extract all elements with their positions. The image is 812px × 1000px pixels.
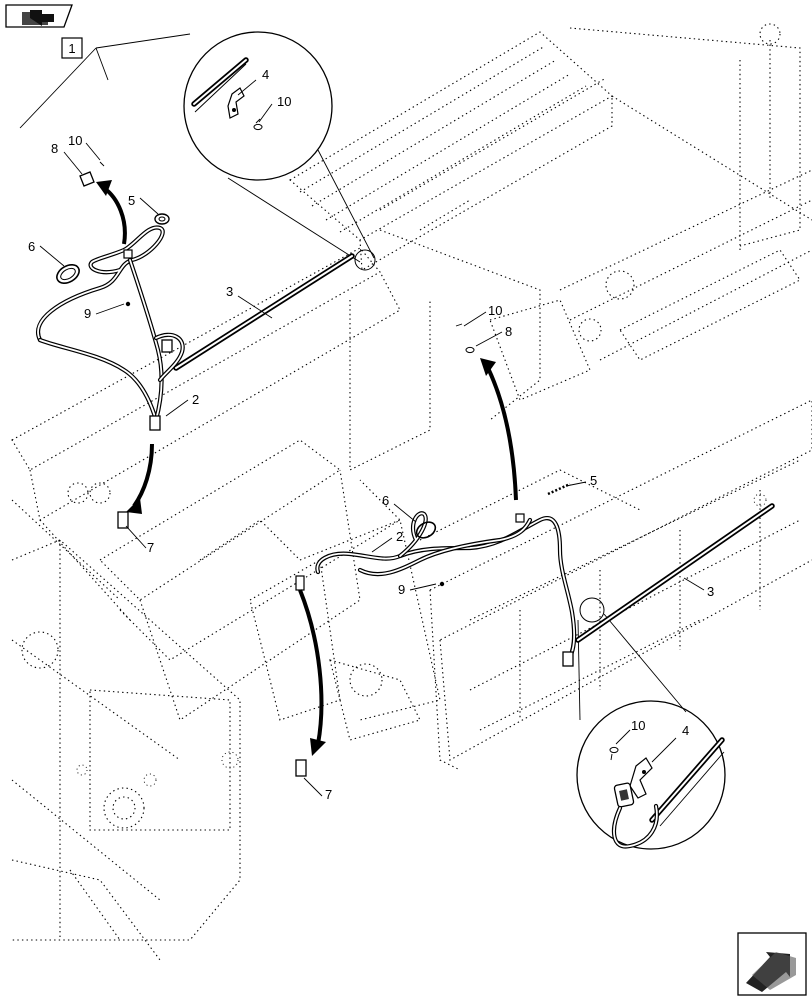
machine-frame-outline bbox=[11, 23, 812, 961]
callout-10: 10 bbox=[631, 718, 645, 733]
callout-3: 3 bbox=[707, 584, 714, 599]
bracket-part bbox=[227, 87, 245, 119]
connector-part bbox=[613, 782, 635, 808]
next-page-button[interactable] bbox=[737, 932, 807, 996]
wiring-harness-upper bbox=[36, 225, 185, 431]
rod-part-lower bbox=[575, 503, 775, 643]
callout-7: 7 bbox=[325, 787, 332, 802]
assembly-arrow bbox=[480, 358, 518, 501]
cable-loop-part bbox=[415, 521, 437, 539]
connector-part bbox=[117, 511, 307, 777]
detail-view-top: 4 10 bbox=[183, 31, 333, 181]
assembly-reference: 1 bbox=[19, 33, 191, 129]
callout-2: 2 bbox=[192, 392, 199, 407]
callout-8: 8 bbox=[505, 324, 512, 339]
clip-part bbox=[79, 171, 95, 187]
detail-locator-top bbox=[354, 249, 376, 271]
callout-9: 9 bbox=[84, 306, 91, 321]
callout-5: 5 bbox=[590, 473, 597, 488]
detail-locator-bottom bbox=[579, 597, 605, 623]
wiring-harness-lower bbox=[315, 511, 577, 667]
cable-loop-part bbox=[56, 264, 80, 284]
callout-6: 6 bbox=[28, 239, 35, 254]
assembly-arrow bbox=[96, 180, 127, 245]
callout-8: 8 bbox=[51, 141, 58, 156]
folder-back-arrow-icon bbox=[22, 10, 54, 26]
assembly-reference-number: 1 bbox=[68, 41, 75, 56]
callout-4: 4 bbox=[682, 723, 689, 738]
callout-6: 6 bbox=[382, 493, 389, 508]
callout-10: 10 bbox=[488, 303, 502, 318]
callout-3: 3 bbox=[226, 284, 233, 299]
callout-10: 10 bbox=[277, 94, 291, 109]
callout-2: 2 bbox=[396, 529, 403, 544]
detail-view-bottom: 10 4 bbox=[576, 700, 726, 850]
callout-7: 7 bbox=[147, 540, 154, 555]
screw-part bbox=[99, 161, 463, 587]
callout-10: 10 bbox=[68, 133, 82, 148]
bolt-part bbox=[253, 118, 263, 131]
callout-5: 5 bbox=[128, 193, 135, 208]
rod-part-upper bbox=[173, 253, 355, 371]
callout-4: 4 bbox=[262, 67, 269, 82]
grommet-part bbox=[154, 213, 170, 225]
previous-page-button[interactable] bbox=[5, 4, 73, 28]
callout-9: 9 bbox=[398, 582, 405, 597]
callouts: 8 10 5 6 9 3 2 7 10 8 5 6 2 9 3 7 bbox=[28, 133, 714, 802]
assembly-arrow bbox=[126, 443, 154, 514]
next-page-arrow-icon bbox=[746, 952, 796, 992]
clip-part bbox=[465, 346, 475, 354]
bolt-part bbox=[609, 746, 619, 761]
assembly-arrow bbox=[298, 589, 326, 756]
